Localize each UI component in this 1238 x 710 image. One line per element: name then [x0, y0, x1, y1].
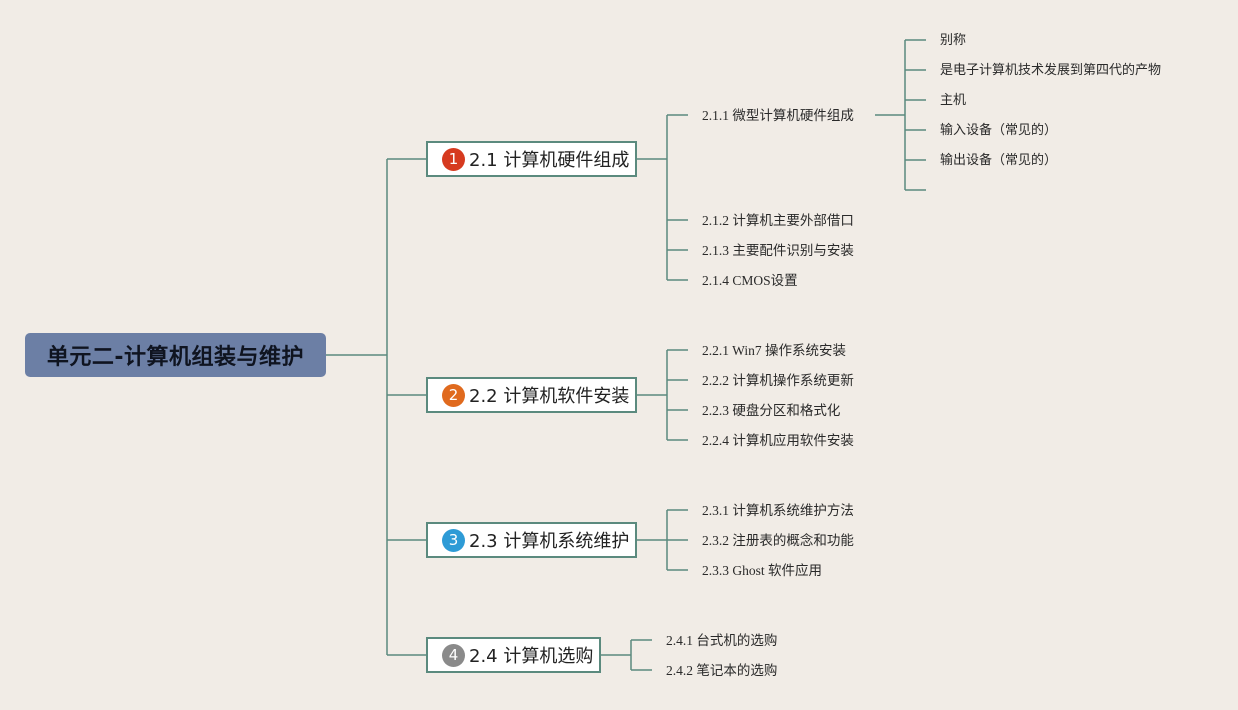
topic-2-1-4[interactable]: 2.1.4 CMOS设置	[702, 273, 798, 288]
topic-2-3-2[interactable]: 2.3.2 注册表的概念和功能	[702, 533, 854, 548]
priority-3-icon: 3	[442, 528, 465, 552]
topic-2-4-2[interactable]: 2.4.2 笔记本的选购	[666, 663, 778, 678]
priority-1-icon: 1	[442, 147, 465, 171]
priority-2-icon: 2	[442, 383, 465, 407]
branch-node-purchase[interactable]: 4 2.4 计算机选购	[426, 637, 601, 673]
topic-2-2-2[interactable]: 2.2.2 计算机操作系统更新	[702, 373, 854, 388]
subtopic-alias[interactable]: 别称	[940, 33, 967, 48]
branch-node-maintenance[interactable]: 3 2.3 计算机系统维护	[426, 522, 637, 558]
topic-2-2-1[interactable]: 2.2.1 Win7 操作系统安装	[702, 343, 846, 358]
root-node[interactable]: 单元二-计算机组装与维护	[25, 333, 326, 377]
topic-2-2-4[interactable]: 2.2.4 计算机应用软件安装	[702, 433, 854, 448]
subtopic-fourth-generation[interactable]: 是电子计算机技术发展到第四代的产物	[940, 63, 1162, 78]
topic-2-4-1[interactable]: 2.4.1 台式机的选购	[666, 633, 778, 648]
topic-2-3-3[interactable]: 2.3.3 Ghost 软件应用	[702, 563, 823, 578]
priority-4-icon: 4	[442, 643, 465, 667]
branch-label: 2.2 计算机软件安装	[469, 386, 630, 407]
branch-label: 2.4 计算机选购	[469, 646, 594, 667]
subtopic-host[interactable]: 主机	[940, 93, 967, 108]
topic-2-3-1[interactable]: 2.3.1 计算机系统维护方法	[702, 503, 854, 518]
branch-node-hardware[interactable]: 1 2.1 计算机硬件组成	[426, 141, 637, 177]
branch-node-software[interactable]: 2 2.2 计算机软件安装	[426, 377, 637, 413]
topic-2-1-3[interactable]: 2.1.3 主要配件识别与安装	[702, 243, 854, 258]
subtopic-input-devices[interactable]: 输入设备（常见的）	[940, 123, 1058, 138]
branch-label: 2.1 计算机硬件组成	[469, 150, 630, 171]
branch-label: 2.3 计算机系统维护	[469, 531, 630, 552]
topic-2-2-3[interactable]: 2.2.3 硬盘分区和格式化	[702, 403, 841, 418]
topic-2-1-1[interactable]: 2.1.1 微型计算机硬件组成	[702, 108, 854, 123]
subtopic-output-devices[interactable]: 输出设备（常见的）	[940, 153, 1058, 168]
topic-2-1-2[interactable]: 2.1.2 计算机主要外部借口	[702, 213, 854, 228]
